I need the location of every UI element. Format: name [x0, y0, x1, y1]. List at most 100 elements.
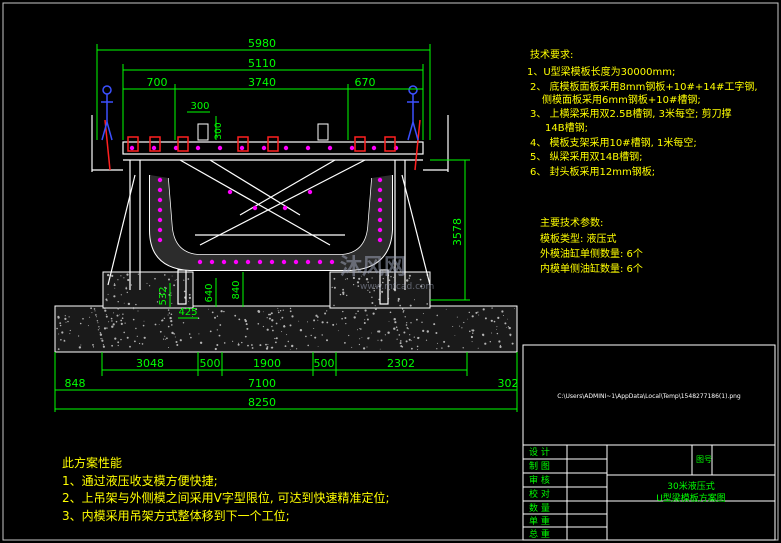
concrete-speck — [209, 330, 212, 333]
concrete-speck — [107, 273, 110, 277]
concrete-speck — [478, 314, 480, 316]
concrete-speck — [238, 342, 239, 344]
dim-500b: 500 — [314, 357, 335, 370]
concrete-speck — [357, 285, 360, 287]
u-girder-inner — [167, 177, 373, 256]
hydraulic-marker — [209, 259, 215, 265]
concrete-speck — [126, 291, 128, 294]
concrete-speck — [59, 322, 62, 324]
concrete-speck — [445, 308, 447, 310]
concrete-speck — [107, 293, 109, 295]
concrete-speck — [124, 322, 126, 324]
concrete-speck — [154, 323, 157, 326]
concrete-speck — [419, 278, 422, 281]
hydraulic-marker — [157, 237, 163, 243]
concrete-speck — [371, 302, 374, 304]
hydraulic-marker — [377, 227, 383, 233]
concrete-speck — [159, 292, 161, 295]
dim-5110: 5110 — [248, 57, 276, 70]
concrete-speck — [97, 322, 99, 324]
concrete-speck — [125, 287, 128, 290]
params-title: 主要技术参数: — [540, 216, 603, 229]
concrete-speck — [143, 336, 146, 339]
tb-check: 校 对 — [529, 488, 550, 500]
concrete-speck — [406, 279, 409, 282]
hydraulic-marker — [377, 237, 383, 243]
concrete-speck — [218, 334, 221, 337]
concrete-speck — [437, 342, 438, 344]
concrete-speck — [143, 320, 145, 322]
concrete-speck — [171, 302, 173, 304]
concrete-speck — [123, 302, 125, 304]
concrete-speck — [123, 277, 125, 279]
worker-left — [101, 85, 113, 141]
foundation — [54, 271, 518, 353]
concrete-speck — [436, 314, 438, 317]
worker-left-leg-1 — [101, 121, 108, 141]
hydraulic-marker — [221, 259, 227, 265]
concrete-speck — [384, 334, 386, 336]
concrete-speck — [397, 300, 400, 302]
concrete-speck — [266, 346, 269, 348]
concrete-speck — [299, 329, 303, 332]
title-block-frame — [522, 444, 776, 541]
concrete-speck — [195, 308, 198, 311]
watermark-brand: 沐风网 — [340, 255, 406, 280]
concrete-speck — [378, 298, 380, 301]
concrete-speck — [245, 323, 248, 326]
concrete-speck — [360, 328, 362, 330]
hydraulic-marker — [377, 207, 383, 213]
concrete-speck — [372, 312, 375, 315]
concrete-speck — [136, 335, 138, 337]
concrete-speck — [389, 289, 390, 291]
concrete-speck — [68, 316, 70, 318]
concrete-speck — [490, 319, 493, 322]
concrete-speck — [111, 320, 113, 322]
lifting-lugs — [197, 123, 329, 141]
concrete-speck — [101, 339, 104, 342]
concrete-speck — [388, 279, 391, 282]
concrete-speck — [132, 318, 135, 321]
concrete-speck — [342, 288, 344, 291]
performance-item-3: 3、内模采用吊架方式整体移到下一个工位; — [62, 508, 290, 523]
concrete-speck — [117, 341, 120, 344]
concrete-speck — [175, 341, 178, 343]
concrete-speck — [405, 340, 408, 343]
concrete-speck — [112, 323, 115, 326]
concrete-speck — [93, 308, 96, 310]
concrete-speck — [156, 301, 159, 303]
support-structure — [91, 115, 449, 305]
concrete-speck — [353, 284, 355, 286]
concrete-speck — [223, 342, 226, 344]
concrete-speck — [400, 340, 402, 342]
concrete-speck — [113, 284, 116, 287]
concrete-speck — [291, 344, 294, 348]
concrete-speck — [296, 348, 298, 350]
concrete-speck — [395, 326, 398, 329]
concrete-speck — [174, 333, 176, 335]
concrete-speck — [137, 310, 139, 312]
concrete-speck — [266, 317, 268, 319]
concrete-speck — [220, 310, 223, 313]
concrete-speck — [164, 338, 166, 340]
concrete-speck — [366, 314, 368, 316]
concrete-speck — [501, 310, 504, 313]
hydraulic-marker — [377, 197, 383, 203]
main-parameters: 主要技术参数: 模板类型: 液压式 外模油缸单侧数量: 6个 内模单侧油缸数量:… — [540, 216, 643, 275]
concrete-speck — [126, 336, 129, 339]
concrete-speck — [283, 325, 286, 328]
concrete-speck — [106, 300, 108, 302]
performance-item-2: 2、上吊架与外侧模之间采用V字型限位, 可达到快速精准定位; — [62, 490, 390, 505]
concrete-speck — [371, 332, 372, 334]
dimension-labels: 5980 5110 700 3740 670 300 300 3578 532 … — [65, 37, 519, 409]
concrete-speck — [359, 328, 361, 330]
concrete-speck — [182, 322, 185, 324]
concrete-speck — [116, 314, 119, 317]
concrete-speck — [275, 337, 278, 340]
concrete-speck — [170, 294, 172, 296]
concrete-speck — [331, 286, 333, 288]
concrete-speck — [117, 344, 119, 347]
concrete-speck — [214, 316, 216, 319]
tb-unit-weight: 单 重 — [529, 515, 550, 527]
